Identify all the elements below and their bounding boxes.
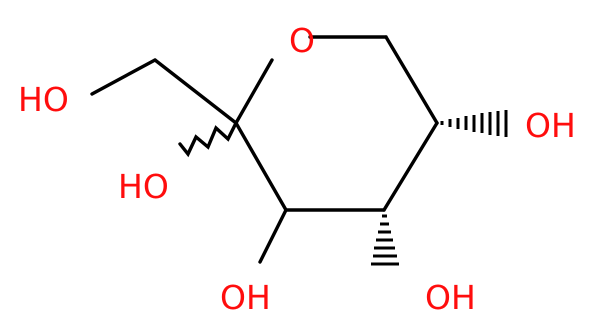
bond-c2-c1 — [153, 58, 238, 125]
c3-oh-label: OH — [220, 278, 271, 317]
bond-c2-o — [234, 58, 274, 125]
ring-oxygen-label: O — [289, 21, 315, 60]
c5-oh-label: OH — [525, 106, 576, 145]
anomeric-oh-label: HO — [118, 167, 169, 206]
wavy-bond-c2-oh — [178, 121, 238, 158]
bond-c3-oh — [258, 208, 288, 264]
bond-c5-c4 — [382, 121, 439, 212]
bond-group — [90, 35, 439, 264]
bond-c6-c5 — [384, 35, 439, 125]
hydroxymethyl-oh-label: HO — [18, 80, 69, 119]
hashed-wedge-c4-oh — [371, 214, 399, 266]
bond-c3-c2 — [234, 121, 288, 212]
bond-c1-oh — [90, 58, 157, 96]
c4-oh-label: OH — [425, 278, 476, 317]
hashed-wedge-c5-oh — [440, 110, 508, 137]
